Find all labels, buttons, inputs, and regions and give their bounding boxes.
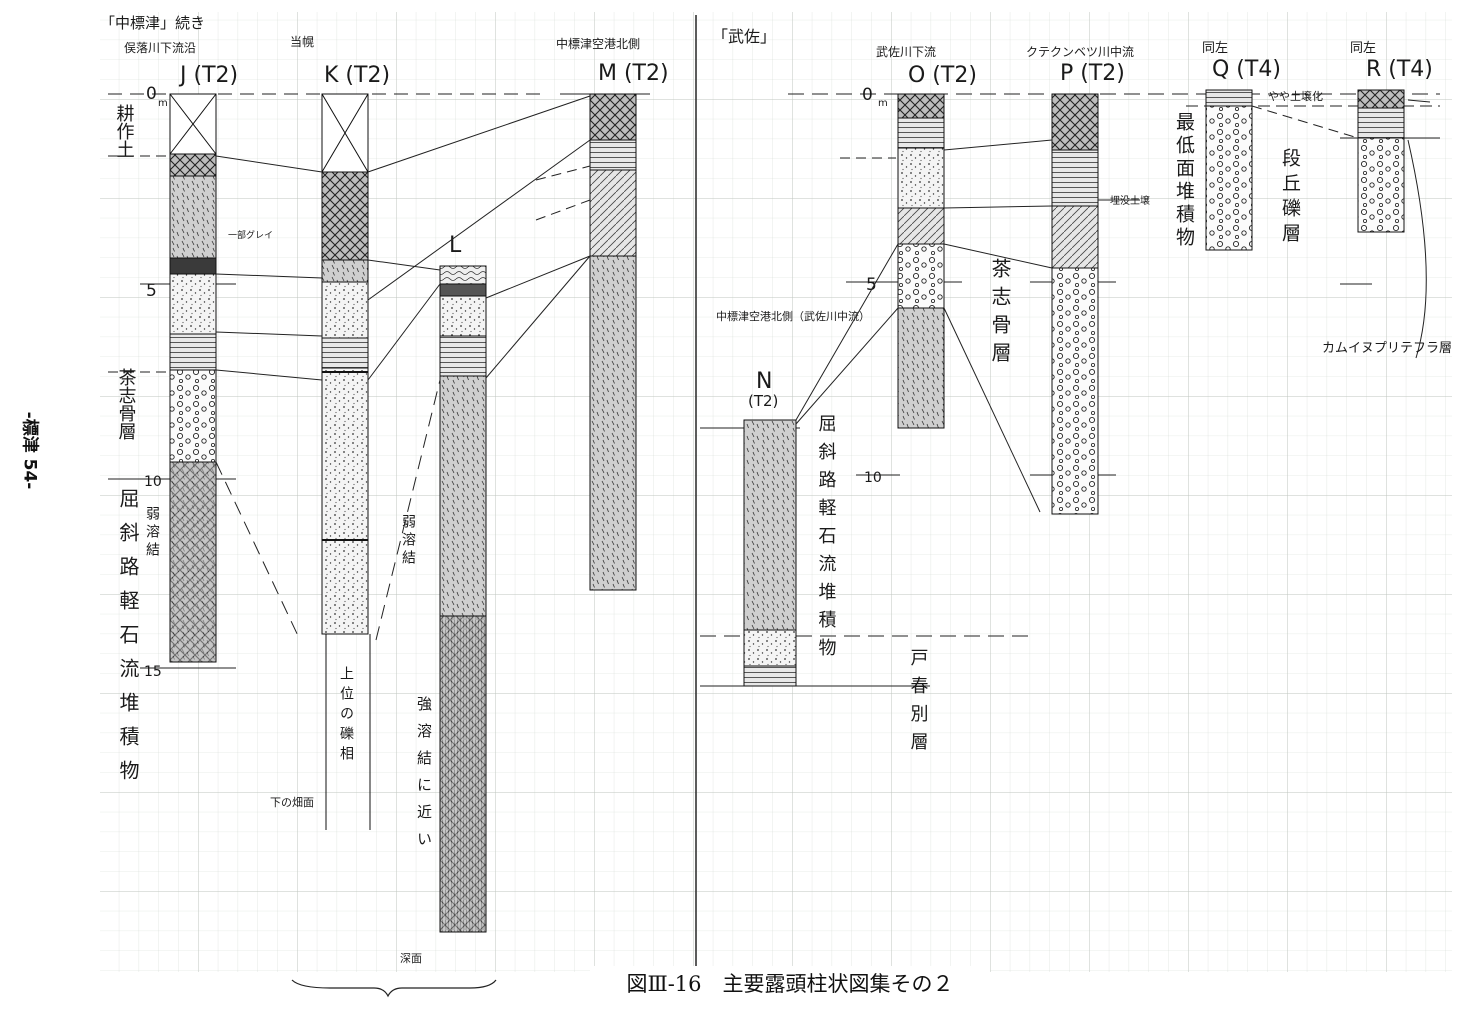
depth-j-10: 10 — [144, 474, 162, 490]
side-page-label: -標津 54- — [14, 395, 50, 505]
bracket-k-l — [291, 979, 497, 998]
column-m — [589, 93, 637, 591]
column-n-location: 中標津空港北側（武佐川中流） — [716, 309, 870, 323]
side-page-label-text: -標津 54- — [19, 411, 40, 489]
column-j — [169, 93, 217, 663]
depth-j-5: 5 — [146, 281, 157, 301]
column-o — [897, 93, 945, 429]
depth-j-15: 15 — [144, 664, 162, 680]
group-label-left: 「中標津」続き — [100, 14, 205, 32]
unit-toshunbetsu: 戸春別層 — [908, 648, 929, 760]
column-n-sublabel: (T2) — [748, 392, 778, 410]
column-r-label: R (T4) — [1366, 57, 1433, 82]
note-l-bottom: 深面 — [400, 952, 422, 965]
column-r-location: 同左 — [1350, 41, 1376, 56]
column-j-label: J (T2) — [178, 63, 238, 88]
depth-o-0: 0 — [862, 85, 873, 105]
depth-unit-j: m — [158, 98, 168, 109]
unit-saitei: 最低面堆積物 — [1173, 112, 1195, 250]
note-k-bottom: 下の畑面 — [270, 796, 314, 809]
note-r-weather: やや土壌化 — [1268, 89, 1323, 103]
column-p-location: クテクンベツ川中流 — [1026, 44, 1134, 59]
group-label-right: 「武佐」 — [712, 27, 776, 46]
note-j-weak: 弱溶結 — [144, 506, 160, 560]
figure-caption: 図Ⅲ-16 主要露頭柱状図集その２ — [590, 966, 990, 1000]
note-k-upper: 上位の礫相 — [338, 666, 354, 766]
column-p-label: P (T2) — [1060, 61, 1125, 86]
column-p — [1051, 93, 1099, 515]
column-r — [1357, 89, 1405, 233]
unit-chashibetsu-right: 茶志骨層 — [988, 258, 1012, 370]
depth-unit-o: m — [878, 98, 888, 109]
column-l — [439, 265, 487, 933]
column-n-label: N — [756, 369, 772, 394]
note-j-glay: 一部グレイ — [228, 229, 273, 241]
correlation-lines — [215, 95, 1431, 641]
unit-kamuinupuri: カムイヌプリテフラ層 — [1322, 341, 1452, 356]
unit-kosakudo: 耕作土 — [114, 104, 135, 158]
column-o-location: 武佐川下流 — [876, 45, 936, 59]
column-q-location: 同左 — [1202, 41, 1228, 56]
column-n — [743, 419, 797, 687]
note-l-weak: 弱溶結 — [400, 514, 416, 568]
depth-o-10: 10 — [864, 470, 882, 486]
column-j-location: 俣落川下流沿 — [124, 41, 196, 55]
unit-chashibetsu-left: 茶志骨層 — [116, 368, 137, 440]
column-k — [321, 93, 371, 830]
column-k-location: 当幌 — [290, 34, 314, 49]
unit-dankyu: 段丘礫層 — [1279, 148, 1301, 248]
depth-o-5: 5 — [866, 275, 877, 295]
column-k-label: K (T2) — [324, 63, 390, 88]
depth-j-0: 0 — [146, 84, 157, 104]
column-o-label: O (T2) — [908, 63, 977, 88]
column-q — [1205, 89, 1253, 251]
column-m-label: M (T2) — [598, 61, 669, 86]
column-q-label: Q (T4) — [1212, 57, 1281, 82]
note-l-strong: 強溶結に近い — [415, 696, 433, 858]
column-m-location: 中標津空港北側 — [556, 36, 640, 51]
unit-kutcharo-j: 屈斜路軽石流堆積物 — [116, 488, 140, 794]
note-o-buried: 埋没土壌 — [1110, 194, 1150, 207]
unit-kutcharo-n: 屈斜路軽石流堆積物 — [816, 414, 837, 666]
